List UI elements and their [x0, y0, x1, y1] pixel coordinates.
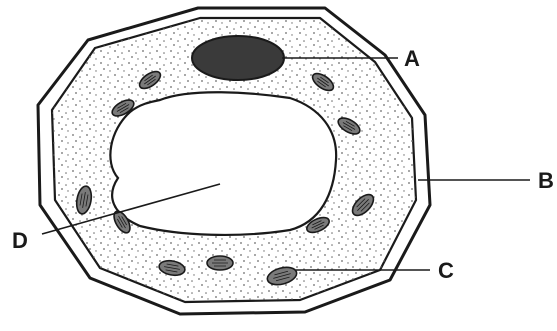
vacuole [110, 92, 336, 235]
chloroplast [207, 256, 233, 270]
label-d: D [12, 228, 28, 253]
nucleus [192, 36, 284, 80]
label-b: B [538, 168, 554, 193]
label-a: A [404, 46, 420, 71]
label-c: C [438, 258, 454, 283]
